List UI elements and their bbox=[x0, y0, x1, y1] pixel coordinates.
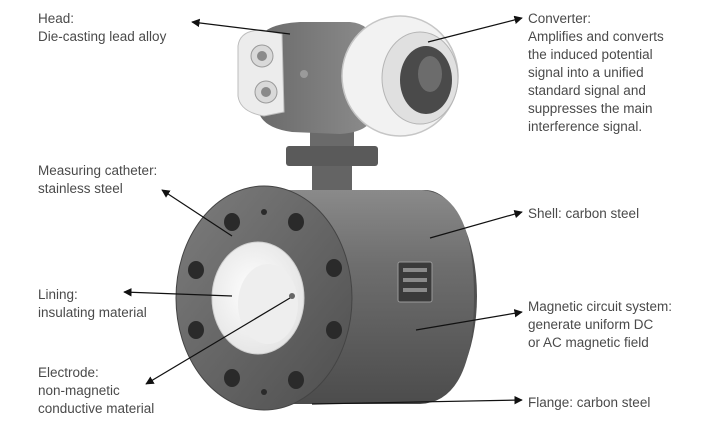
label-converter-title: Converter: bbox=[528, 11, 592, 26]
label-catheter-desc: stainless steel bbox=[38, 181, 123, 196]
label-shell: Shell: carbon steel bbox=[528, 205, 639, 223]
label-converter: Converter: Amplifies and converts the in… bbox=[528, 10, 664, 136]
label-converter-desc-1: Amplifies and converts bbox=[528, 29, 664, 44]
label-magnetic-desc-2: or AC magnetic field bbox=[528, 335, 649, 350]
display-glare bbox=[418, 56, 442, 92]
nameplate-line bbox=[403, 288, 427, 292]
bolt-hole bbox=[188, 261, 204, 279]
body-assembly bbox=[175, 185, 477, 411]
label-head: Head: Die-casting lead alloy bbox=[38, 10, 166, 46]
arrow-electrode bbox=[145, 297, 291, 385]
label-magnetic-title: Magnetic circuit system: bbox=[528, 299, 673, 314]
head-screw bbox=[300, 70, 308, 78]
label-converter-desc-5: suppresses the main bbox=[528, 101, 653, 116]
label-lining-title: Lining: bbox=[38, 287, 78, 302]
label-lining-desc: insulating material bbox=[38, 305, 147, 320]
neck-flange bbox=[286, 146, 378, 166]
head-body bbox=[258, 22, 374, 134]
bolt-hole bbox=[188, 321, 204, 339]
bolt-holes bbox=[188, 209, 342, 395]
label-catheter-title: Measuring catheter: bbox=[38, 163, 158, 178]
nameplate-line bbox=[403, 278, 427, 282]
arrow-magnetic bbox=[415, 309, 523, 331]
label-magnetic: Magnetic circuit system: generate unifor… bbox=[528, 298, 672, 352]
arrow-catheter bbox=[161, 189, 233, 237]
label-head-desc: Die-casting lead alloy bbox=[38, 29, 167, 44]
label-lining: Lining: insulating material bbox=[38, 286, 147, 322]
arrow-lining bbox=[123, 288, 233, 297]
bolt-hole bbox=[224, 213, 240, 231]
label-converter-desc-4: standard signal and bbox=[528, 83, 646, 98]
small-hole bbox=[261, 209, 267, 215]
label-electrode-desc-1: non-magnetic bbox=[38, 383, 120, 398]
label-catheter: Measuring catheter: stainless steel bbox=[38, 162, 157, 198]
label-electrode-title: Electrode: bbox=[38, 365, 99, 380]
lining-inner bbox=[238, 264, 298, 344]
label-converter-desc-3: signal into a unified bbox=[528, 65, 644, 80]
small-hole bbox=[261, 389, 267, 395]
arrow-converter bbox=[427, 15, 523, 43]
label-converter-desc-6: interference signal. bbox=[528, 119, 643, 134]
bolt-hole bbox=[326, 321, 342, 339]
bolt-hole bbox=[288, 213, 304, 231]
bolt-hole bbox=[224, 369, 240, 387]
bolt-hole bbox=[326, 259, 342, 277]
bolt-hole bbox=[288, 371, 304, 389]
label-electrode: Electrode: non-magnetic conductive mater… bbox=[38, 364, 154, 418]
arrow-shell bbox=[429, 210, 523, 239]
left-cover bbox=[237, 29, 285, 117]
head-assembly bbox=[237, 15, 459, 200]
electrode bbox=[289, 293, 295, 299]
label-head-title: Head: bbox=[38, 11, 75, 26]
label-converter-desc-2: the induced potential bbox=[528, 47, 653, 62]
arrow-head bbox=[191, 18, 291, 35]
gland-hole-bottom bbox=[261, 87, 271, 97]
callout-arrows bbox=[123, 15, 523, 405]
label-flange: Flange: carbon steel bbox=[528, 394, 650, 412]
arrow-flange bbox=[311, 395, 523, 405]
label-flange-text: Flange: carbon steel bbox=[528, 395, 651, 410]
nameplate-line bbox=[403, 268, 427, 272]
label-electrode-desc-2: conductive material bbox=[38, 401, 155, 416]
label-magnetic-desc-1: generate uniform DC bbox=[528, 317, 654, 332]
label-shell-text: Shell: carbon steel bbox=[528, 206, 640, 221]
gland-hole-top bbox=[257, 51, 267, 61]
